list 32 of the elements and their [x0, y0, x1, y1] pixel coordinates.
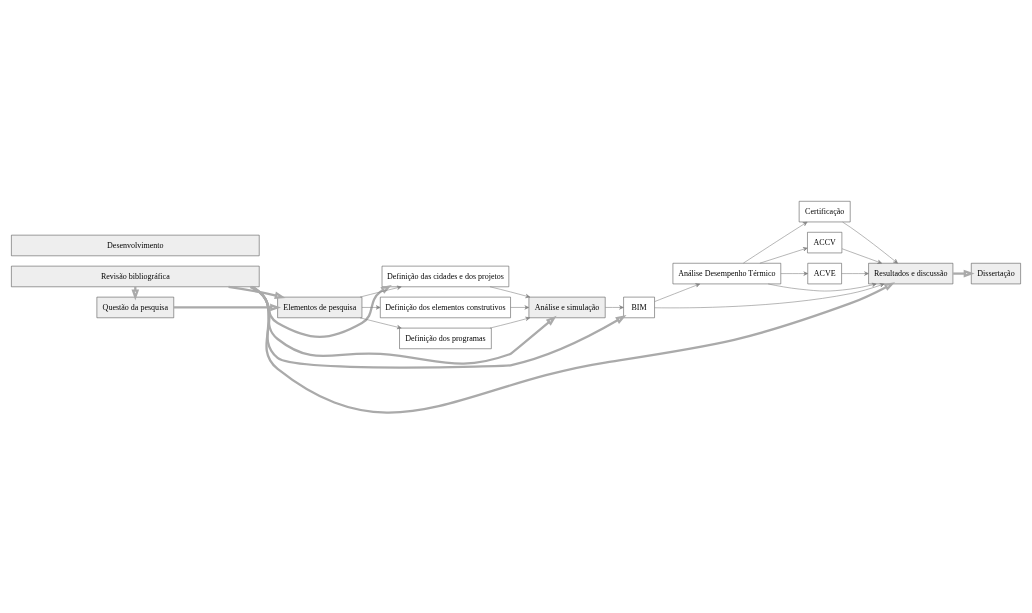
node-box: BIM: [623, 296, 655, 318]
arrow: [361, 304, 381, 310]
arrow: [510, 304, 530, 310]
arrow: [841, 271, 869, 276]
node-box: Desenvolvimento: [11, 234, 260, 256]
node-box: Certificação: [798, 200, 851, 222]
node-box: Resultados e discussão: [868, 262, 954, 284]
node-box: Revisão bibliográfica: [11, 265, 260, 287]
node-box: ACCV: [807, 231, 843, 253]
arrow: [767, 282, 877, 291]
node-box: Definição dos programas: [399, 327, 492, 349]
arrow: [780, 271, 808, 276]
node-box: Definição dos elementos construtivos: [380, 296, 511, 318]
arrow: [654, 282, 701, 302]
arrow: [743, 221, 808, 263]
node-box: Definição das cidades e dos projetos: [381, 265, 510, 287]
arrow: [228, 285, 286, 299]
arrow: [953, 269, 975, 277]
arrow: [654, 282, 885, 308]
arrow: [841, 247, 882, 264]
node-box: Elementos de pesquisa: [277, 296, 363, 318]
node-box: Análise Desempenho Térmico: [672, 262, 782, 284]
arrow: [359, 317, 402, 329]
node-box: ACVE: [807, 262, 842, 284]
arrow: [605, 304, 624, 310]
node-box: Análise e simulação: [528, 296, 606, 318]
arrow: [173, 303, 282, 311]
node-box: Dissertação: [971, 262, 1021, 284]
arrow: [842, 221, 898, 263]
arrow: [759, 246, 808, 263]
arrow: [489, 316, 531, 328]
node-box: Questão da pesquisa: [96, 296, 175, 318]
